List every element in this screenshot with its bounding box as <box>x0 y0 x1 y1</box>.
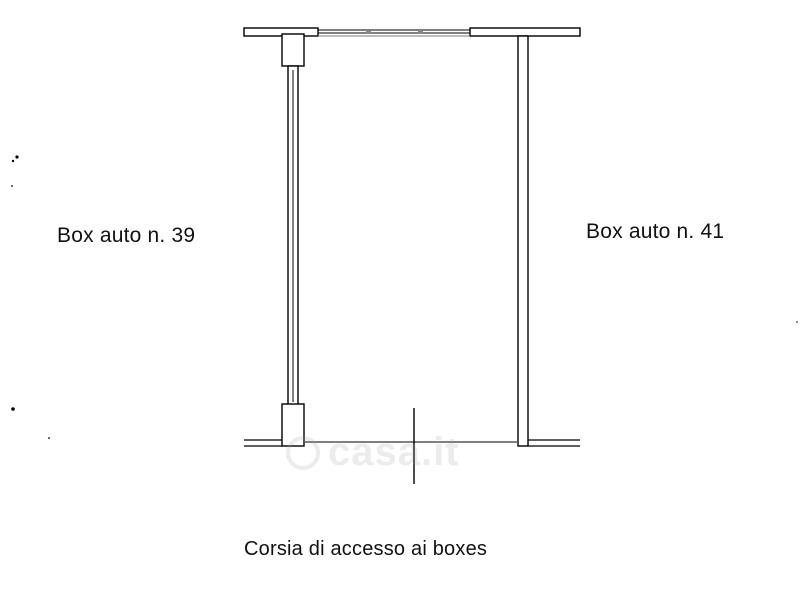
top-window <box>318 29 470 37</box>
casa-logo-icon <box>286 435 320 470</box>
right-box-label: Box auto n. 41 <box>586 220 725 243</box>
watermark: casa.it <box>286 430 460 475</box>
left-wall <box>281 33 305 447</box>
access-lane-label: Corsia di accesso ai boxes <box>244 538 488 560</box>
top-wall-right-stub <box>469 27 581 37</box>
bottom-wall <box>244 439 580 447</box>
right-wall <box>517 35 529 447</box>
left-pillar-top <box>281 33 305 67</box>
right-wall-body <box>517 35 529 447</box>
scan-specks <box>11 155 798 439</box>
left-box-label: Box auto n. 39 <box>57 224 196 247</box>
top-wall-left-stub <box>243 27 319 37</box>
watermark-text: casa.it <box>328 430 460 474</box>
